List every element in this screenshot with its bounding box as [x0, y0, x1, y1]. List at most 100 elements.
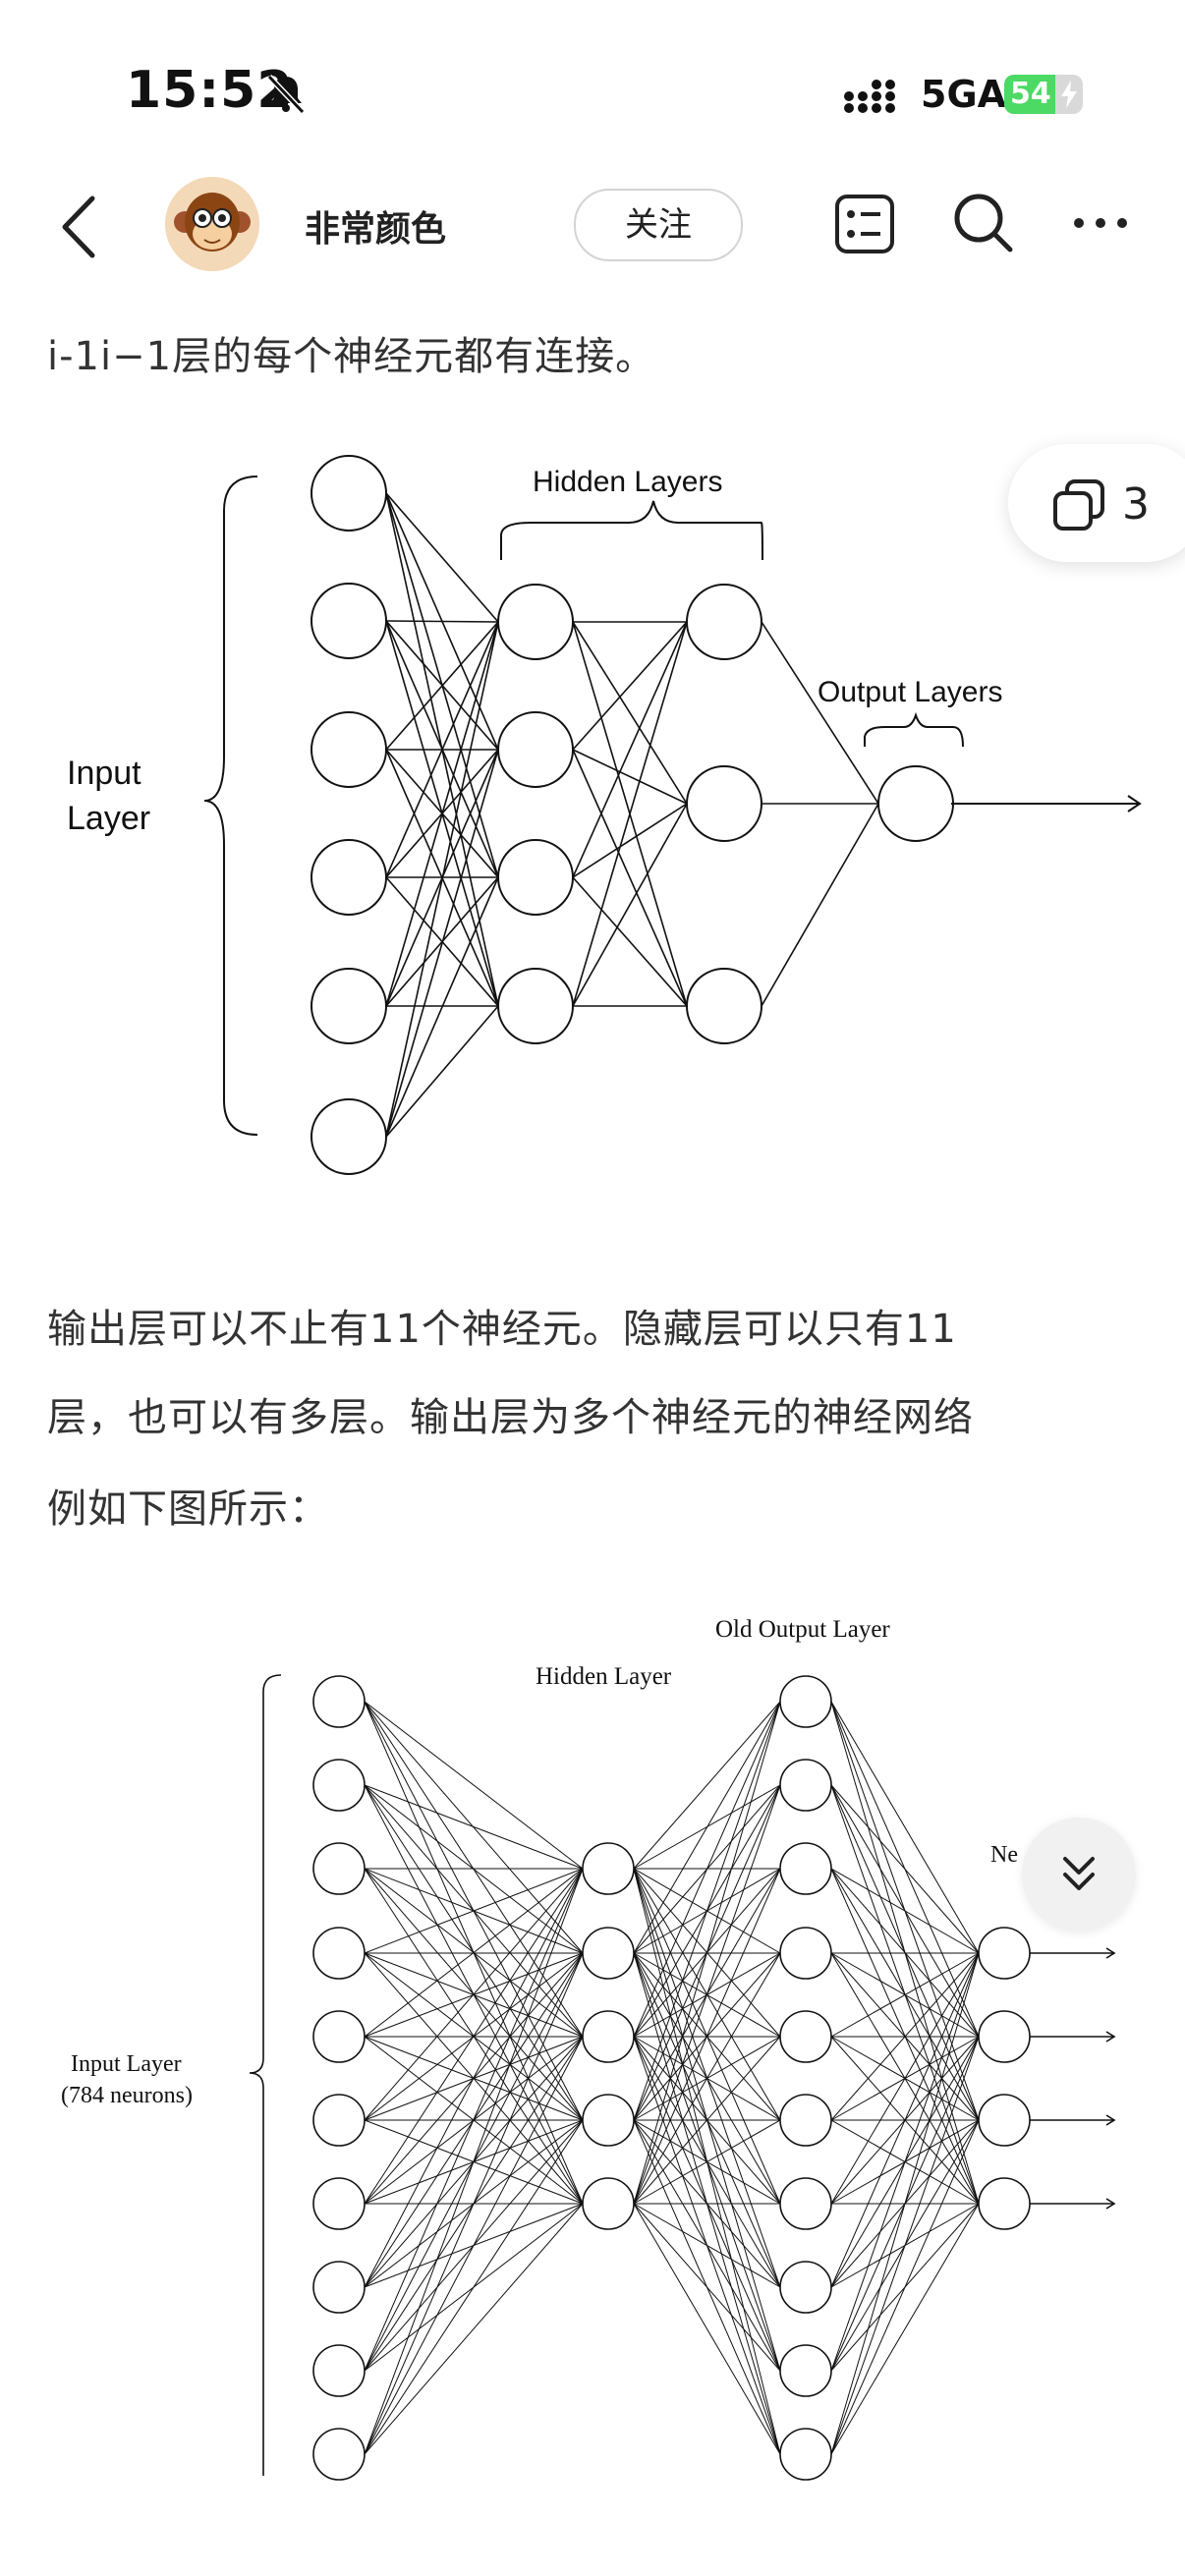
connection-line	[830, 1952, 980, 2205]
neuron-node	[312, 2010, 366, 2063]
neuron-node	[779, 2261, 832, 2314]
hidden-layers-label: Hidden Layers	[533, 466, 722, 498]
connection-line	[633, 1701, 781, 2038]
connection-line	[385, 1005, 499, 1138]
connection-line	[830, 1784, 980, 1954]
connection-line	[572, 749, 688, 805]
connection-line	[633, 2203, 781, 2288]
connection-line	[385, 876, 499, 1138]
connection-line	[633, 1868, 781, 2205]
connection-line	[830, 1952, 980, 2038]
follow-button[interactable]: 关注	[574, 189, 743, 261]
neuron-node	[686, 584, 762, 660]
connection-line	[364, 1868, 584, 2121]
input-layer-brace	[249, 1674, 282, 2476]
neuron-node	[312, 2177, 366, 2230]
connection-line	[385, 621, 499, 1138]
neuron-node	[312, 2428, 366, 2481]
output-layers-label: Output Layers	[818, 676, 1002, 708]
article-text-line: 输出层可以不止有11个神经元。隐藏层可以只有11	[47, 1307, 957, 1352]
article-text-line: i-1i−1层的每个神经元都有连接。	[47, 334, 656, 379]
signal-icon	[844, 80, 895, 113]
neuron-node	[978, 2010, 1031, 2063]
battery-fill	[1004, 75, 1055, 114]
more-icon[interactable]	[1071, 208, 1130, 238]
connection-line	[364, 1868, 584, 2038]
connection-line	[830, 2119, 980, 2455]
neuron-node	[779, 1675, 832, 1728]
neuron-node	[310, 455, 387, 532]
neuron-node	[686, 968, 762, 1044]
connection-line	[572, 621, 688, 878]
connection-line	[385, 749, 499, 1138]
connection-line	[633, 1701, 781, 2121]
image-count-badge[interactable]: 3	[1008, 444, 1185, 562]
connection-line	[572, 749, 688, 1007]
neural-network-figure-1: Input Layer Hidden Layers Output Layers	[67, 455, 1142, 1175]
connection-line	[364, 1868, 584, 2288]
connection-line	[364, 1868, 584, 2205]
hidden-layers-brace	[500, 500, 763, 561]
neuron-node	[779, 2344, 832, 2397]
scroll-down-button[interactable]	[1022, 1818, 1136, 1932]
author-name[interactable]: 非常颜色	[305, 209, 447, 250]
connection-line	[633, 1701, 781, 1870]
connection-line	[633, 1701, 781, 1954]
old-output-layer-label: Old Output Layer	[715, 1616, 890, 1643]
image-count: 3	[1122, 479, 1150, 530]
input-layer-brace	[203, 476, 258, 1136]
connection-line	[364, 1868, 584, 2372]
connection-line	[364, 1868, 584, 1954]
input-layer-label-1: Input Layer	[71, 2051, 182, 2077]
connection-line	[572, 621, 688, 805]
neuron-node	[582, 1842, 635, 1895]
connection-line	[364, 2203, 584, 2455]
double-chevron-down-icon	[1063, 1857, 1095, 1890]
connection-line	[830, 2036, 980, 2455]
connection-line	[830, 1952, 980, 2121]
connection-line	[633, 2203, 781, 2455]
neuron-node	[312, 1927, 366, 1980]
connection-line	[572, 803, 688, 878]
connection-line	[364, 1868, 584, 2455]
neuron-node	[497, 584, 574, 660]
connection-line	[633, 2203, 781, 2372]
list-icon[interactable]	[833, 193, 896, 255]
battery-level: 54	[1010, 77, 1051, 111]
output-arrow-head	[1105, 2114, 1116, 2126]
neuron-node	[779, 1842, 832, 1895]
neuron-node	[779, 2428, 832, 2481]
neuron-node	[779, 1927, 832, 1980]
connection-line	[364, 2119, 584, 2455]
connection-line	[633, 2119, 781, 2205]
input-layer-label-2: (784 neurons)	[61, 2083, 193, 2108]
bell-muted-icon	[266, 74, 306, 115]
neuron-node	[312, 1675, 366, 1728]
neuron-node	[312, 1759, 366, 1812]
connection-line	[633, 1784, 781, 2205]
connection-line	[633, 1701, 781, 2205]
back-chevron-icon[interactable]	[55, 193, 104, 261]
search-icon[interactable]	[951, 191, 1016, 255]
neuron-node	[312, 2344, 366, 2397]
connection-line	[364, 2036, 584, 2455]
connection-line	[364, 1784, 584, 1870]
author-avatar[interactable]	[165, 177, 259, 271]
connection-line	[830, 1952, 980, 2455]
neuron-node	[310, 1098, 387, 1175]
neuron-node	[582, 1927, 635, 1980]
article-text-line: 层，也可以有多层。输出层为多个神经元的神经网络	[47, 1395, 974, 1440]
neuron-node	[686, 765, 762, 842]
connection-line	[572, 621, 688, 1007]
connection-line	[830, 1952, 980, 2288]
connection-line	[385, 492, 499, 623]
battery-indicator: 54	[1004, 75, 1083, 114]
connection-line	[572, 803, 688, 1007]
new-output-layer-label: Ne	[990, 1842, 1018, 1868]
neuron-node	[310, 839, 387, 916]
output-arrow	[1127, 795, 1142, 812]
monkey-avatar-icon	[165, 177, 259, 271]
hidden-layer-label: Hidden Layer	[536, 1663, 672, 1690]
output-arrow-head	[1105, 2031, 1116, 2043]
output-arrow-head	[1105, 2198, 1116, 2210]
